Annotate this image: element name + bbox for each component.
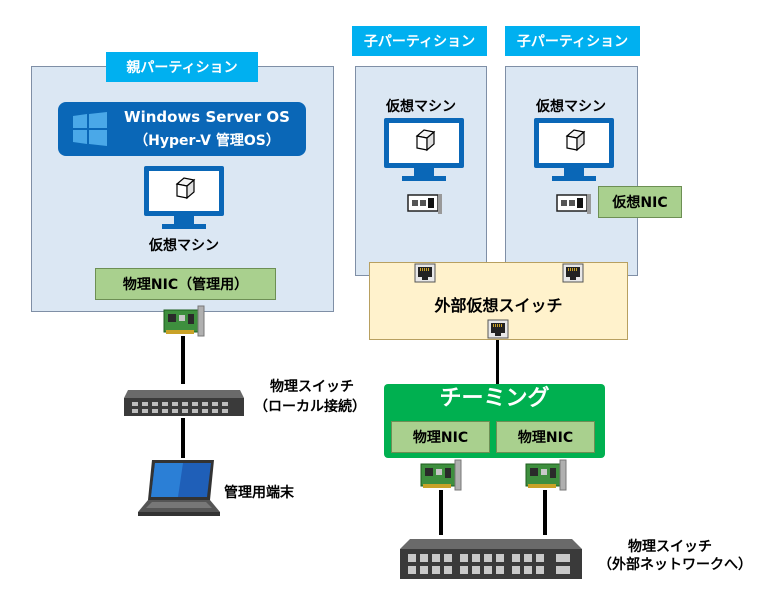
virtual-nic-icon [407,194,442,214]
local-switch-to-terminal-line [181,418,185,458]
external-switch-label-line1: 物理スイッチ [628,539,712,555]
terminal-label: 管理用端末 [224,485,294,501]
teaming-title: チーミング [439,386,550,411]
nic-card-icon [420,459,462,491]
monitor-icon [534,118,614,181]
child-partition-2-tag: 子パーティション [505,26,640,56]
child-2-vm-label: 仮想マシン [536,99,606,115]
ethernet-port-icon [487,319,509,339]
local-switch-label-line2: （ローカル接続） [254,399,366,415]
virtual-nic-icon [556,194,591,214]
team-physical-nic-2: 物理NIC [496,421,595,453]
os-subtitle: （Hyper-V 管理OS） [134,133,280,149]
team-nic1-to-external-switch-line [439,490,443,535]
ethernet-port-icon [414,263,436,283]
parent-physical-nic-box: 物理NIC（管理用） [95,268,276,300]
child-1-vm-label: 仮想マシン [386,99,456,115]
external-switch-label-line2: （外部ネットワークへ） [598,557,752,573]
monitor-icon [384,118,464,181]
ethernet-port-icon [562,263,584,283]
laptop-icon [138,460,220,516]
parent-partition-tag: 親パーティション [106,52,258,82]
monitor-icon [144,166,224,229]
team-physical-nic-1: 物理NIC [391,421,490,453]
windows-logo-icon [73,112,107,146]
nic-card-icon [163,305,205,337]
child-partition-1-tag: 子パーティション [352,26,487,56]
nic-card-icon [525,459,567,491]
os-name: Windows Server OS [124,108,290,126]
vswitch-to-teaming-line [496,340,499,384]
external-physical-switch-icon [400,539,582,579]
parent-nic-to-local-switch-line [181,336,185,384]
local-switch-label-line1: 物理スイッチ [270,379,354,395]
windows-server-os-box: Windows Server OS （Hyper-V 管理OS） [58,102,306,156]
team-nic2-to-external-switch-line [543,490,547,535]
external-virtual-switch-label: 外部仮想スイッチ [434,296,563,315]
parent-vm-label: 仮想マシン [149,238,219,254]
local-physical-switch-icon [124,390,244,416]
virtual-nic-label-box: 仮想NIC [598,186,682,218]
